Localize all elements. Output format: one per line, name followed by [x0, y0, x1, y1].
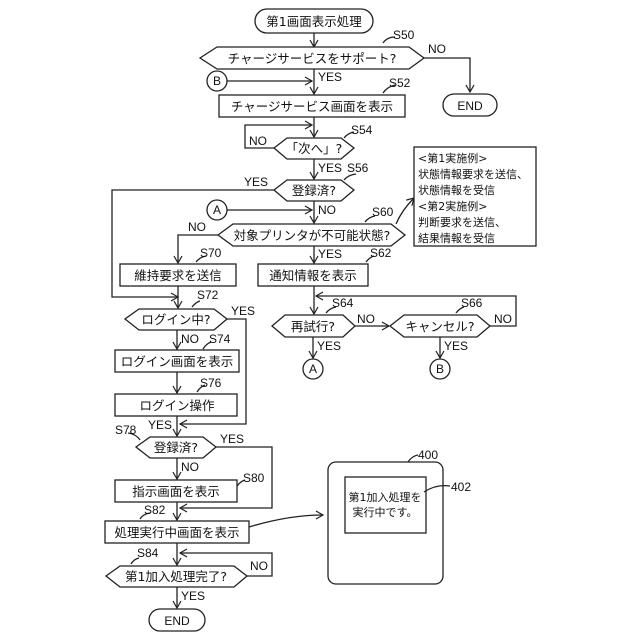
s66-text: キャンセル? — [405, 319, 474, 334]
start-label: 第1画面表示処理 — [266, 14, 362, 29]
note-box: <第1実施例> 状態情報要求を送信、 状態情報を受信 <第2実施例> 判断要求を… — [414, 147, 536, 246]
s70-id: S70 — [200, 246, 222, 260]
start-terminal: 第1画面表示処理 — [255, 9, 373, 33]
s56-id: S56 — [347, 161, 369, 175]
s78-id: S78 — [115, 423, 137, 437]
s84-no-label: NO — [250, 559, 268, 573]
s72-text: ログイン中? — [141, 312, 210, 327]
message-ref: 402 — [451, 480, 471, 494]
s54-id: S54 — [351, 123, 373, 137]
s74-id: S74 — [209, 332, 231, 346]
end-terminal-top: END — [443, 94, 497, 116]
s60-text: 対象プリンタが不可能状態? — [234, 228, 391, 243]
step-s50: チャージサービスをサポート? S50 — [200, 28, 424, 69]
end-bottom-label: END — [164, 614, 190, 628]
s76-yes-label: YES — [148, 418, 172, 432]
s78-no-label: NO — [181, 460, 199, 474]
connector-a-out: A — [303, 359, 323, 379]
s74-text: ログイン画面を表示 — [121, 354, 234, 369]
message-line-2: 実行中です。 — [353, 505, 418, 519]
connector-a-label: A — [213, 203, 221, 217]
s60-id: S60 — [372, 205, 394, 219]
connector-b-out-label: B — [436, 362, 444, 376]
s64-yes-label: YES — [317, 339, 341, 353]
s76-text: ログイン操作 — [139, 398, 215, 413]
s72-no-label: NO — [181, 332, 199, 346]
message-line-1: 第1加入処理を — [349, 490, 422, 504]
s66-no-label: NO — [494, 312, 512, 326]
s56-no-label: NO — [318, 203, 336, 217]
step-s52: チャージサービス画面を表示 S52 — [219, 76, 411, 117]
s64-text: 再試行? — [291, 319, 335, 334]
s50-text: チャージサービスをサポート? — [228, 51, 397, 66]
step-s66: キャンセル? S66 — [390, 296, 490, 337]
s54-no-label: NO — [249, 134, 267, 148]
s66-id: S66 — [461, 296, 483, 310]
s84-id: S84 — [137, 546, 159, 560]
s56-yes-label: YES — [244, 175, 268, 189]
end-terminal-bottom: END — [149, 609, 205, 631]
step-s54: 「次へ」? S54 — [274, 123, 373, 159]
note-line-3: 状態情報を受信 — [418, 183, 495, 197]
s80-text: 指示画面を表示 — [132, 484, 220, 499]
s78-text: 登録済? — [154, 440, 198, 455]
s72-yes-label: YES — [231, 304, 255, 318]
arrow — [424, 58, 470, 92]
step-s76: ログイン操作 S76 — [115, 376, 237, 416]
note-line-6: 結果情報を受信 — [418, 231, 495, 245]
device-ref: 400 — [418, 448, 438, 462]
s64-id: S64 — [332, 296, 354, 310]
s84-yes-label: YES — [181, 589, 205, 603]
s82-id: S82 — [144, 503, 166, 517]
s62-id: S62 — [370, 246, 392, 260]
step-s72: ログイン中? S72 — [125, 288, 227, 330]
connector-b-in: B — [207, 71, 227, 91]
connector-b-label: B — [213, 74, 221, 88]
s82-text: 処理実行中画面を表示 — [114, 525, 239, 540]
s60-no-label: NO — [188, 220, 206, 234]
s60-yes-label: YES — [318, 247, 342, 261]
s54-text: 「次へ」? — [286, 141, 343, 156]
s52-id: S52 — [389, 76, 411, 90]
step-s60: 対象プリンタが不可能状態? S60 — [218, 205, 405, 246]
s54-yes-label: YES — [318, 161, 342, 175]
s52-text: チャージサービス画面を表示 — [231, 99, 393, 114]
s76-id: S76 — [200, 376, 222, 390]
s50-no-label: NO — [428, 42, 446, 56]
screen-pointer-arrow — [249, 515, 323, 527]
note-line-4: <第2実施例> — [418, 199, 487, 213]
message-box — [345, 477, 426, 533]
connector-a-out-label: A — [309, 362, 317, 376]
s56-text: 登録済? — [292, 183, 336, 198]
device-screen: 400 第1加入処理を 実行中です。 402 — [328, 448, 471, 584]
note-pointer-arrow — [396, 198, 414, 224]
leader-line — [408, 455, 418, 462]
s50-yes-label: YES — [318, 70, 342, 84]
step-s80: 指示画面を表示 S80 — [115, 471, 265, 502]
s50-id: S50 — [393, 28, 415, 42]
note-line-5: 判断要求を送信、 — [418, 215, 506, 229]
s80-id: S80 — [243, 471, 265, 485]
connector-b-out: B — [430, 359, 450, 379]
note-line-1: <第1実施例> — [418, 151, 487, 165]
s66-yes-label: YES — [444, 339, 468, 353]
note-line-2: 状態情報要求を送信、 — [418, 167, 528, 181]
s64-no-label: NO — [357, 312, 375, 326]
s72-id: S72 — [197, 288, 219, 302]
s62-text: 通知情報を表示 — [269, 268, 357, 283]
s84-text: 第1加入処理完了? — [125, 569, 227, 584]
connector-a-in: A — [207, 200, 227, 220]
s78-yes-label: YES — [220, 432, 244, 446]
end-top-label: END — [457, 99, 483, 113]
s70-text: 維持要求を送信 — [134, 268, 222, 283]
